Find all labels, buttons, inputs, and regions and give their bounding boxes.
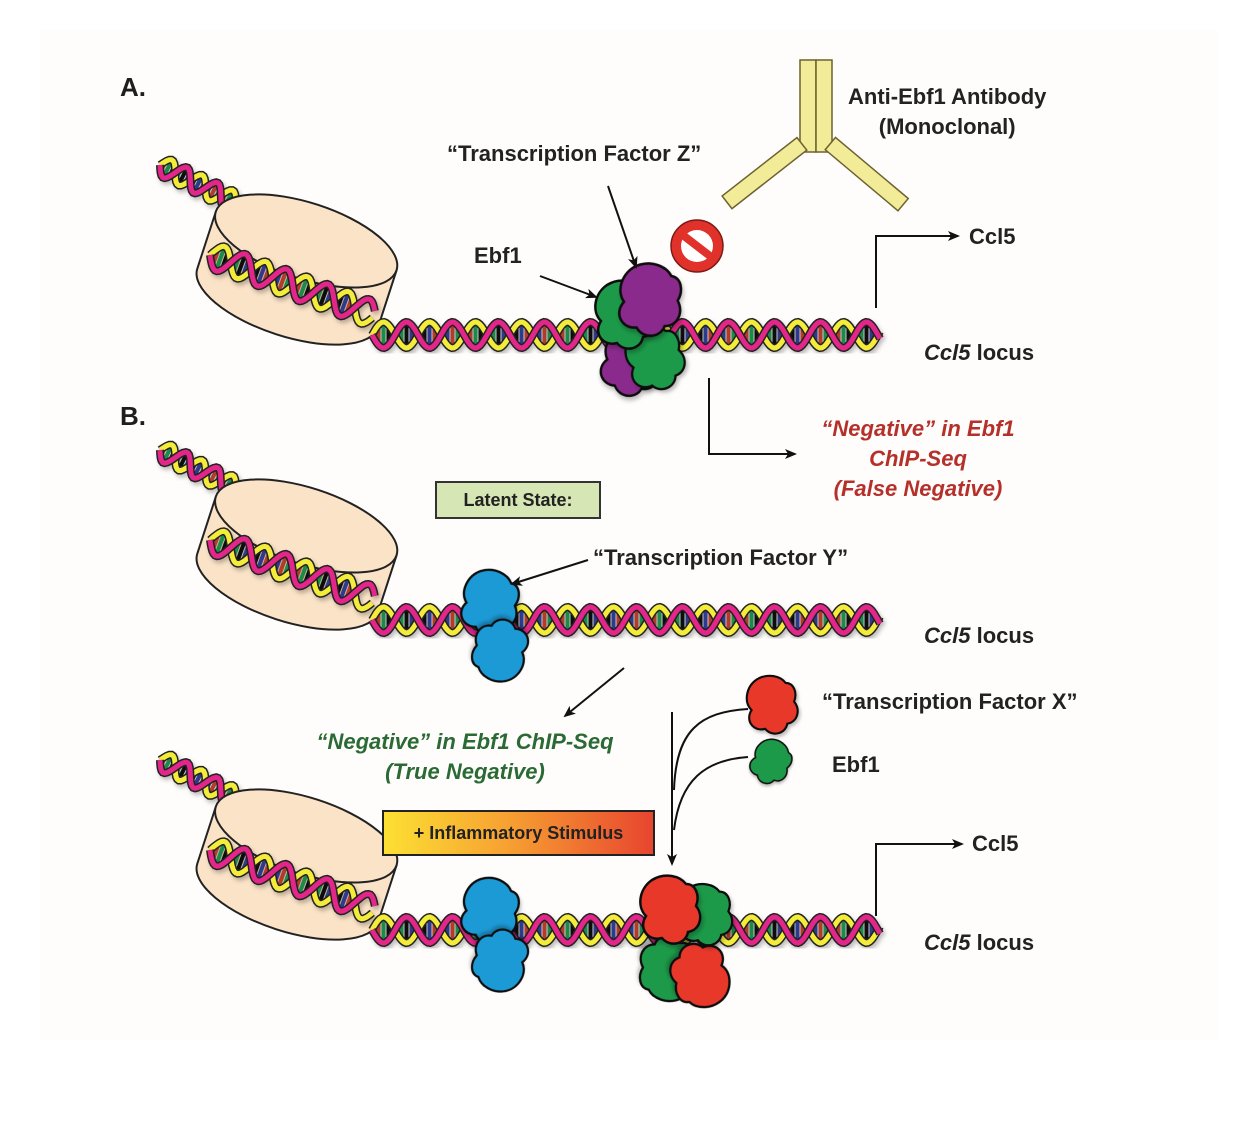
base-pair [276, 553, 289, 580]
base-pair [317, 283, 331, 310]
ebf1-free-protein [749, 738, 793, 785]
arrow-ebf1-recruit [673, 756, 749, 831]
arrow-ccl5-b [875, 839, 964, 916]
locus-italic: Ccl5 [924, 340, 971, 365]
panel-b-letter: B. [120, 401, 146, 431]
arrow-false-negative [708, 378, 797, 459]
arrow-tf-x-recruit [673, 708, 749, 791]
ccl5-gene-label-a: Ccl5 [969, 224, 1016, 249]
panel-a-letter: A. [120, 72, 146, 102]
base-pair [255, 855, 269, 882]
tf-x-protein-top-stim [639, 874, 702, 945]
true-negative-line2: (True Negative) [385, 759, 545, 784]
base-pair [276, 863, 289, 890]
b-dna-linear [368, 602, 884, 638]
base-pair [338, 885, 351, 912]
strand-pink [369, 914, 883, 946]
strand-pink [207, 846, 378, 914]
false-negative-line3: (False Negative) [833, 476, 1003, 501]
base-pair [296, 870, 310, 897]
base-pair [276, 268, 289, 295]
strand-pink [369, 604, 883, 636]
ebf1-label-a: Ebf1 [474, 243, 522, 268]
false-negative-line2: ChIP-Seq [869, 446, 967, 471]
arrow-true-negative [563, 667, 625, 718]
locus-rest: locus [970, 930, 1035, 955]
base-pair [317, 568, 331, 595]
inflammatory-stimulus-box: + Inflammatory Stimulus [382, 810, 655, 856]
base-pair [234, 848, 248, 875]
tf-z-protein-top [618, 262, 683, 338]
base-pair [214, 530, 227, 557]
prohibited-icon [670, 219, 724, 273]
strand-pink [207, 251, 378, 319]
antibody-label: Anti-Ebf1 Antibody (Monoclonal) [848, 82, 1046, 142]
base-pair [338, 290, 351, 317]
false-negative-note: “Negative” in Ebf1 ChIP-Seq (False Negat… [798, 414, 1038, 504]
base-pair [214, 840, 227, 867]
b-dna-wrapped [206, 527, 379, 613]
b2-dna-wrapped [206, 837, 379, 923]
ccl5-gene-label-b: Ccl5 [972, 831, 1019, 856]
arrow-tf-z [607, 185, 638, 269]
locus-rest: locus [970, 340, 1035, 365]
strand-pink [207, 536, 378, 604]
tf-z-label: “Transcription Factor Z” [447, 141, 702, 166]
ccl5-locus-label-b2: Ccl5 locus [924, 930, 1034, 956]
arrow-tf-y [510, 559, 589, 586]
tf-y-protein-bottom-stim [470, 928, 530, 993]
a-dna-wrapped [206, 242, 379, 328]
latent-state-box: Latent State: [435, 481, 601, 519]
locus-rest: locus [970, 623, 1035, 648]
ccl5-locus-label-a: Ccl5 locus [924, 340, 1034, 366]
arrow-ebf1-a [539, 275, 598, 299]
true-negative-note: “Negative” in Ebf1 ChIP-Seq (True Negati… [290, 727, 640, 787]
base-pair [214, 245, 227, 272]
locus-italic: Ccl5 [924, 930, 971, 955]
ebf1-label-b: Ebf1 [832, 752, 880, 777]
base-pair [255, 545, 269, 572]
ccl5-locus-label-b1: Ccl5 locus [924, 623, 1034, 649]
tf-x-free-protein [745, 674, 799, 735]
base-pair [338, 575, 351, 602]
base-pair [234, 538, 248, 565]
true-negative-line1: “Negative” in Ebf1 ChIP-Seq [316, 729, 614, 754]
tf-x-label: “Transcription Factor X” [822, 689, 1078, 714]
antibody-label-line1: Anti-Ebf1 Antibody [848, 84, 1047, 109]
locus-italic: Ccl5 [924, 623, 971, 648]
base-pair [317, 878, 331, 905]
base-pair [255, 260, 269, 287]
arrow-ccl5-a [875, 231, 960, 308]
b2-dna-linear [368, 912, 884, 948]
antibody-icon [721, 59, 910, 212]
tf-x-protein-bottom-stim [669, 942, 731, 1009]
base-pair [296, 560, 310, 587]
base-pair [234, 253, 248, 280]
base-pair [296, 275, 310, 302]
false-negative-line1: “Negative” in Ebf1 [821, 416, 1015, 441]
antibody-label-line2: (Monoclonal) [878, 114, 1016, 139]
tf-y-protein-bottom [470, 618, 530, 683]
tf-y-label: “Transcription Factor Y” [593, 545, 849, 570]
